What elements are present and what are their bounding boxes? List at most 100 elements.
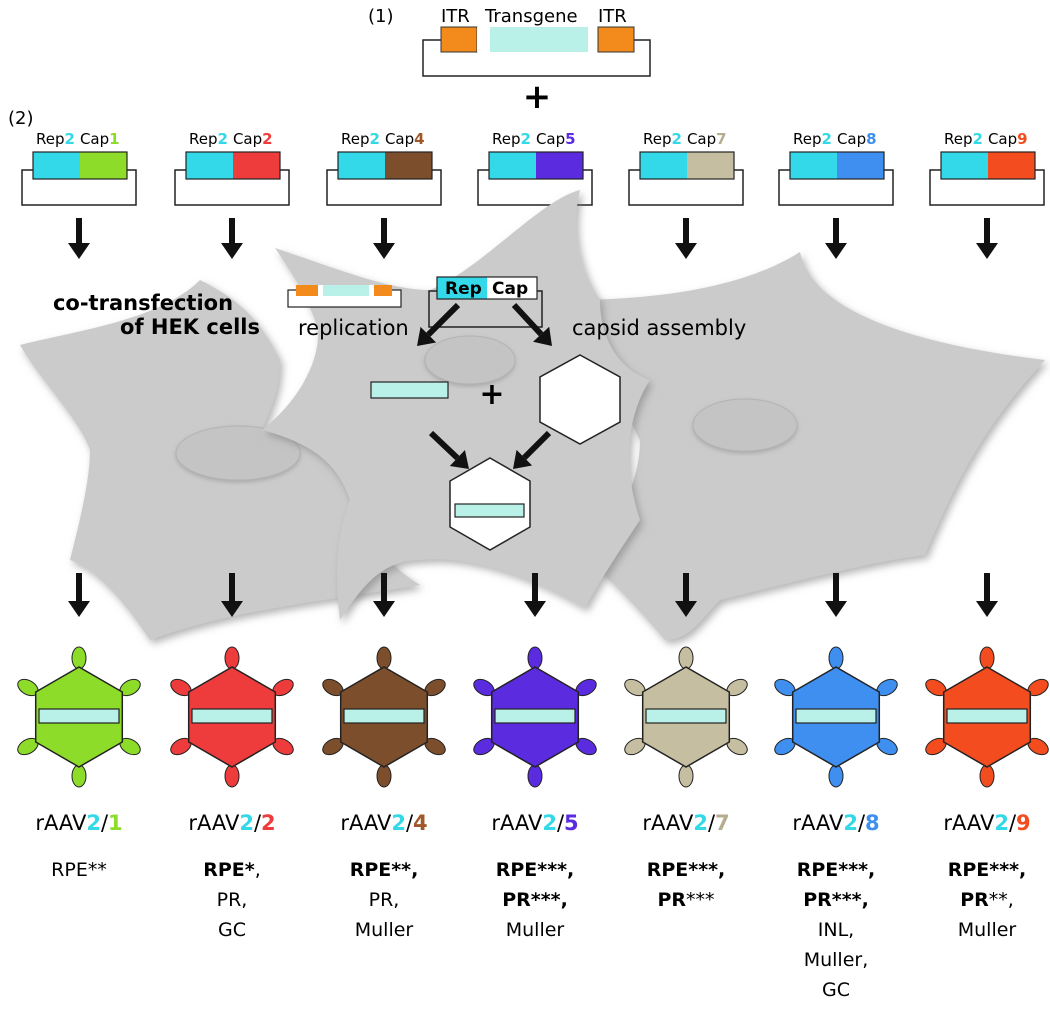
rAAV-virions	[17, 646, 1049, 788]
cap-number: 2	[262, 130, 272, 148]
serotype-name: rAAV2/7	[642, 811, 729, 835]
tropism-line: PR**,	[960, 889, 1014, 911]
rep-number: 2	[65, 130, 75, 148]
serotype-name: rAAV2/9	[943, 811, 1030, 835]
rep-block	[489, 152, 536, 179]
plasmid-rep2-cap1: Rep2 Cap1	[21, 130, 137, 206]
rep-number: 2	[218, 130, 228, 148]
tropism-line: RPE***,	[647, 859, 726, 881]
capsid-knob	[71, 646, 87, 670]
replication-label: replication	[298, 316, 409, 340]
serotype-name: rAAV2/1	[35, 811, 122, 835]
rep-label: Rep	[36, 130, 65, 148]
cap-label: Cap	[536, 130, 565, 148]
arrow-down-icon	[675, 573, 697, 617]
rep-gene-label: Rep	[445, 279, 482, 299]
capsid-knob	[527, 646, 543, 670]
cap-block	[536, 152, 583, 179]
arrow-down-icon	[825, 573, 847, 617]
capsid-knob	[527, 764, 543, 788]
capsid-knob	[376, 646, 392, 670]
itr-left-block	[440, 26, 478, 53]
packaged-transgene	[454, 503, 525, 518]
plus-sign: +	[523, 77, 552, 117]
virion-rAAV2-8	[774, 646, 898, 788]
step2-number: (2)	[8, 108, 34, 129]
rep-block	[640, 152, 687, 179]
nucleus-right	[692, 398, 798, 452]
tropism-line: RPE***,	[797, 859, 876, 881]
capsid-knob	[376, 764, 392, 788]
arrow-down-icon	[373, 573, 395, 617]
assembly-plus-sign: +	[479, 377, 504, 412]
cotransfection-label-line1: co-transfection	[53, 291, 233, 315]
cap-number: 9	[1017, 130, 1027, 148]
tropism-line: PR***,	[502, 889, 568, 911]
arrow-diagonal-icon	[511, 302, 552, 346]
tropism-line: PR,	[369, 889, 400, 911]
rep-block	[790, 152, 837, 179]
rep-number: 2	[370, 130, 380, 148]
capsid-knob	[828, 646, 844, 670]
rep-number: 2	[521, 130, 531, 148]
tropism-line: PR***	[657, 889, 714, 911]
rep-block	[338, 152, 385, 179]
cap-label: Cap	[80, 130, 109, 148]
hek-cells	[20, 190, 1045, 640]
spacer-block	[477, 27, 490, 52]
genome-bar	[946, 708, 1028, 724]
cap-number: 1	[109, 130, 119, 148]
tropism-line: INL,	[818, 919, 854, 941]
rep-block	[33, 152, 80, 179]
step1-number: (1)	[368, 6, 394, 27]
arrow-down-icon	[976, 218, 998, 259]
cap-block	[988, 152, 1035, 179]
rep-label: Rep	[793, 130, 822, 148]
cotransfection-label-line2: of HEK cells	[120, 315, 260, 339]
cap-label: Cap	[233, 130, 262, 148]
hek-cell-right	[565, 252, 1045, 640]
tropism-line: Muller	[506, 919, 565, 941]
tropism-line: RPE**,	[350, 859, 419, 881]
rep-block	[186, 152, 233, 179]
genome-bar	[494, 708, 576, 724]
capsid-knob	[678, 764, 694, 788]
virion-rAAV2-4	[322, 646, 446, 788]
rep-number: 2	[822, 130, 832, 148]
serotype-name: rAAV2/2	[188, 811, 275, 835]
arrow-down-icon	[68, 218, 90, 259]
cap-block	[837, 152, 884, 179]
arrow-down-icon	[68, 573, 90, 617]
cap-label: Cap	[837, 130, 866, 148]
serotype-name: rAAV2/5	[491, 811, 578, 835]
arrows-bottom	[68, 573, 998, 617]
spacer-block	[588, 27, 598, 52]
cap-number: 4	[414, 130, 424, 148]
tropism-line: RPE***,	[948, 859, 1027, 881]
arrow-down-icon	[373, 218, 395, 259]
arrow-down-icon	[675, 218, 697, 259]
nucleus-left	[175, 425, 301, 481]
itr-right-label: ITR	[598, 6, 627, 27]
tropism-line: RPE***,	[496, 859, 575, 881]
capsid-knob	[224, 764, 240, 788]
arrow-diagonal-icon	[428, 430, 469, 469]
virion-rAAV2-1	[17, 646, 141, 788]
genome-bar	[795, 708, 877, 724]
cap-block	[385, 152, 432, 179]
rep-label: Rep	[492, 130, 521, 148]
capsid-knob	[979, 646, 995, 670]
empty-capsid-hexagon	[539, 354, 621, 445]
virion-rAAV2-5	[473, 646, 597, 788]
